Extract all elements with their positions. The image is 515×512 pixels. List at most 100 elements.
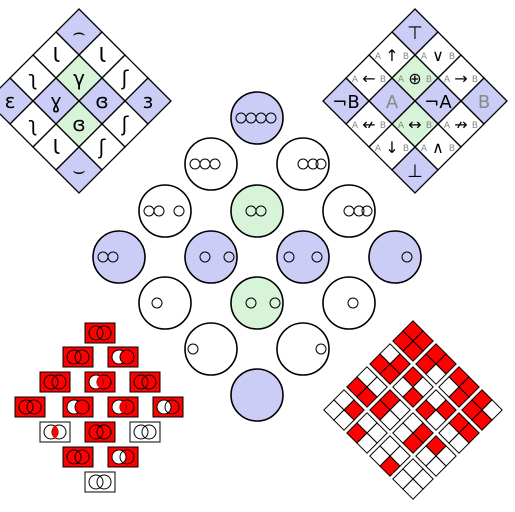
square-tile [346,366,388,408]
operand-b: B [426,121,432,131]
square-tile [415,435,457,477]
glyph-label: ʃ [121,112,130,136]
node-dot [153,205,165,217]
operand-a: A [375,144,382,154]
node-dot [187,343,199,355]
square-quadrant [379,363,401,385]
operand-b: B [449,144,455,154]
lattice-node [184,230,238,284]
square-quadrant [471,409,493,431]
operand-b: B [449,52,455,62]
square-quadrant [402,386,424,408]
lattice-node [322,184,376,238]
glyph-label: ɜ [143,89,154,113]
venn-circle-b [119,349,135,365]
venn-diamond [14,322,184,493]
node-dot [255,205,267,217]
lattice-node [368,230,422,284]
logic-cell [391,146,439,194]
lattice-node [322,276,376,330]
venn-circle-a [133,424,149,440]
glyph-label: ʃ [121,66,130,90]
operand-a: A [352,121,359,131]
venn-circle-b [96,474,112,490]
operand-a: A [421,144,428,154]
square-quadrant [402,432,424,454]
glyph-label: ⌢ [72,20,85,44]
node-dot [347,297,359,309]
operand-a: A [444,75,451,85]
venn-circle-a [88,474,104,490]
square-tile [392,412,434,454]
node-dot [315,343,327,355]
lattice-node [276,230,330,284]
glyph-label: γ [73,66,85,90]
node-dot [315,158,327,170]
venn-circle-b [119,449,135,465]
square-tile [392,366,434,408]
node-dot [173,205,185,217]
glyph-label: ɞ [95,89,108,113]
square-tile [369,389,411,431]
operand-a: A [421,52,428,62]
logic-operator: → [454,69,467,88]
logic-operator: ⊤ [407,23,423,44]
logic-operator: ⊕ [408,69,421,88]
square-tile [438,366,480,408]
venn-circle-a [88,325,104,341]
node-dot [353,205,365,217]
square-tile [369,435,411,477]
square-tile [392,320,434,362]
square-tile [415,343,457,385]
glyph-label: ɛ [5,89,16,113]
venn-circle-b [96,424,112,440]
square-quadrant [402,478,424,500]
square-quadrant [425,455,447,477]
logic-operator: B [478,92,490,113]
venn-circle-a [133,374,149,390]
venn-circle-b [141,424,157,440]
operand-b: B [403,144,409,154]
operand-b: B [380,121,386,131]
node-dot [283,251,295,263]
square-quadrant [333,409,355,431]
venn-circle-b [74,399,90,415]
lattice-node [138,184,192,238]
lattice-node [276,137,330,191]
glyph-label: ʃ [98,135,107,159]
square-tile [323,389,365,431]
venn-circle-b [141,374,157,390]
node-dot [361,205,373,217]
square-tile [415,389,457,431]
operand-b: B [426,75,432,85]
logic-operator: ∧ [432,138,444,157]
square-quadrant [356,432,378,454]
operand-b: B [472,75,478,85]
operand-b: B [380,75,386,85]
lattice-node [230,276,284,330]
logic-operator: ← [362,69,375,88]
glyph-label: ʅ [28,112,37,136]
lattice-node [230,184,284,238]
node-dot [307,158,319,170]
venn-circle-a [66,349,82,365]
operand-a: A [398,75,405,85]
operand-a: A [444,121,451,131]
glyph-label: ʅ [28,66,37,90]
glyph-cell [55,146,103,194]
venn-circle-a [18,399,34,415]
square-quadrant [379,409,401,431]
node-dot [107,251,119,263]
glyph-label: ɞ [72,112,85,136]
node-dot [199,251,211,263]
logic-operator: ⊥ [407,161,423,182]
venn-circle-b [74,349,90,365]
venn-circle-b [26,399,42,415]
square-quadrant [356,386,378,408]
logic-operator: ↓ [385,138,398,157]
logic-operator: ¬A [424,92,452,113]
logic-operator: ↛ [454,115,467,134]
logic-operator: ¬B [332,92,359,113]
